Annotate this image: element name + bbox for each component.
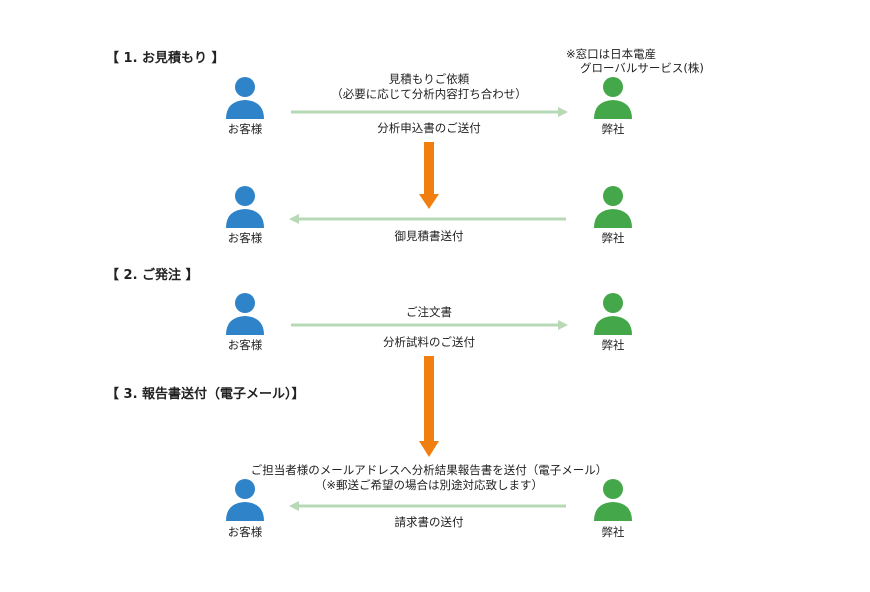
contact-note: ※窓口は日本電産 グローバルサービス(株) — [566, 47, 704, 75]
flow-label-report-line1: ご担当者様のメールアドレスへ分析結果報告書を送付（電子メール） — [250, 463, 608, 477]
flow-arrow-order — [291, 320, 568, 330]
customer-label: お客様 — [227, 338, 263, 352]
flow-label-quote: 御見積書送付 — [394, 229, 464, 243]
flow-label-request: 見積もりご依頼 （必要に応じて分析内容打ち合わせ） — [299, 72, 559, 102]
company-label: 弊社 — [601, 231, 625, 245]
section-title-estimate: 【 1. お見積もり 】 — [106, 51, 225, 66]
customer-person-icon — [226, 293, 264, 335]
flow-label-request-line1: 見積もりご依頼 — [388, 72, 470, 86]
company-person-icon — [594, 293, 632, 335]
company-person-icon — [594, 186, 632, 228]
section-title-order: 【 2. ご発注 】 — [106, 268, 199, 283]
flow-arrow-report — [289, 501, 566, 511]
flow-label-application: 分析申込書のご送付 — [377, 121, 481, 135]
contact-note-line2: グローバルサービス(株) — [580, 61, 704, 75]
company-person-icon — [594, 479, 632, 521]
company-label: 弊社 — [601, 525, 625, 539]
customer-person-icon — [226, 77, 264, 119]
contact-note-line1: ※窓口は日本電産 — [566, 47, 657, 61]
customer-person-icon — [226, 479, 264, 521]
flow-label-report-line2: （※郵送ご希望の場合は別途対応致します） — [314, 478, 544, 492]
flow-arrow-quote — [289, 214, 566, 224]
flow-label-sample: 分析試料のご送付 — [383, 335, 475, 349]
company-label: 弊社 — [601, 338, 625, 352]
company-label: 弊社 — [601, 122, 625, 136]
step-arrow-2 — [419, 356, 439, 457]
flow-label-report: ご担当者様のメールアドレスへ分析結果報告書を送付（電子メール） （※郵送ご希望の… — [209, 463, 649, 493]
step-arrow-1 — [419, 142, 439, 209]
customer-person-icon — [226, 186, 264, 228]
section-title-report: 【 3. 報告書送付（電子メール）】 — [106, 387, 305, 402]
flow-arrow-request — [291, 107, 568, 117]
company-person-icon — [594, 77, 632, 119]
customer-label: お客様 — [227, 525, 263, 539]
flow-label-invoice: 請求書の送付 — [394, 515, 464, 529]
flow-label-order-form: ご注文書 — [406, 305, 452, 319]
flow-label-request-line2: （必要に応じて分析内容打ち合わせ） — [331, 87, 527, 101]
customer-label: お客様 — [227, 122, 263, 136]
customer-label: お客様 — [227, 231, 263, 245]
